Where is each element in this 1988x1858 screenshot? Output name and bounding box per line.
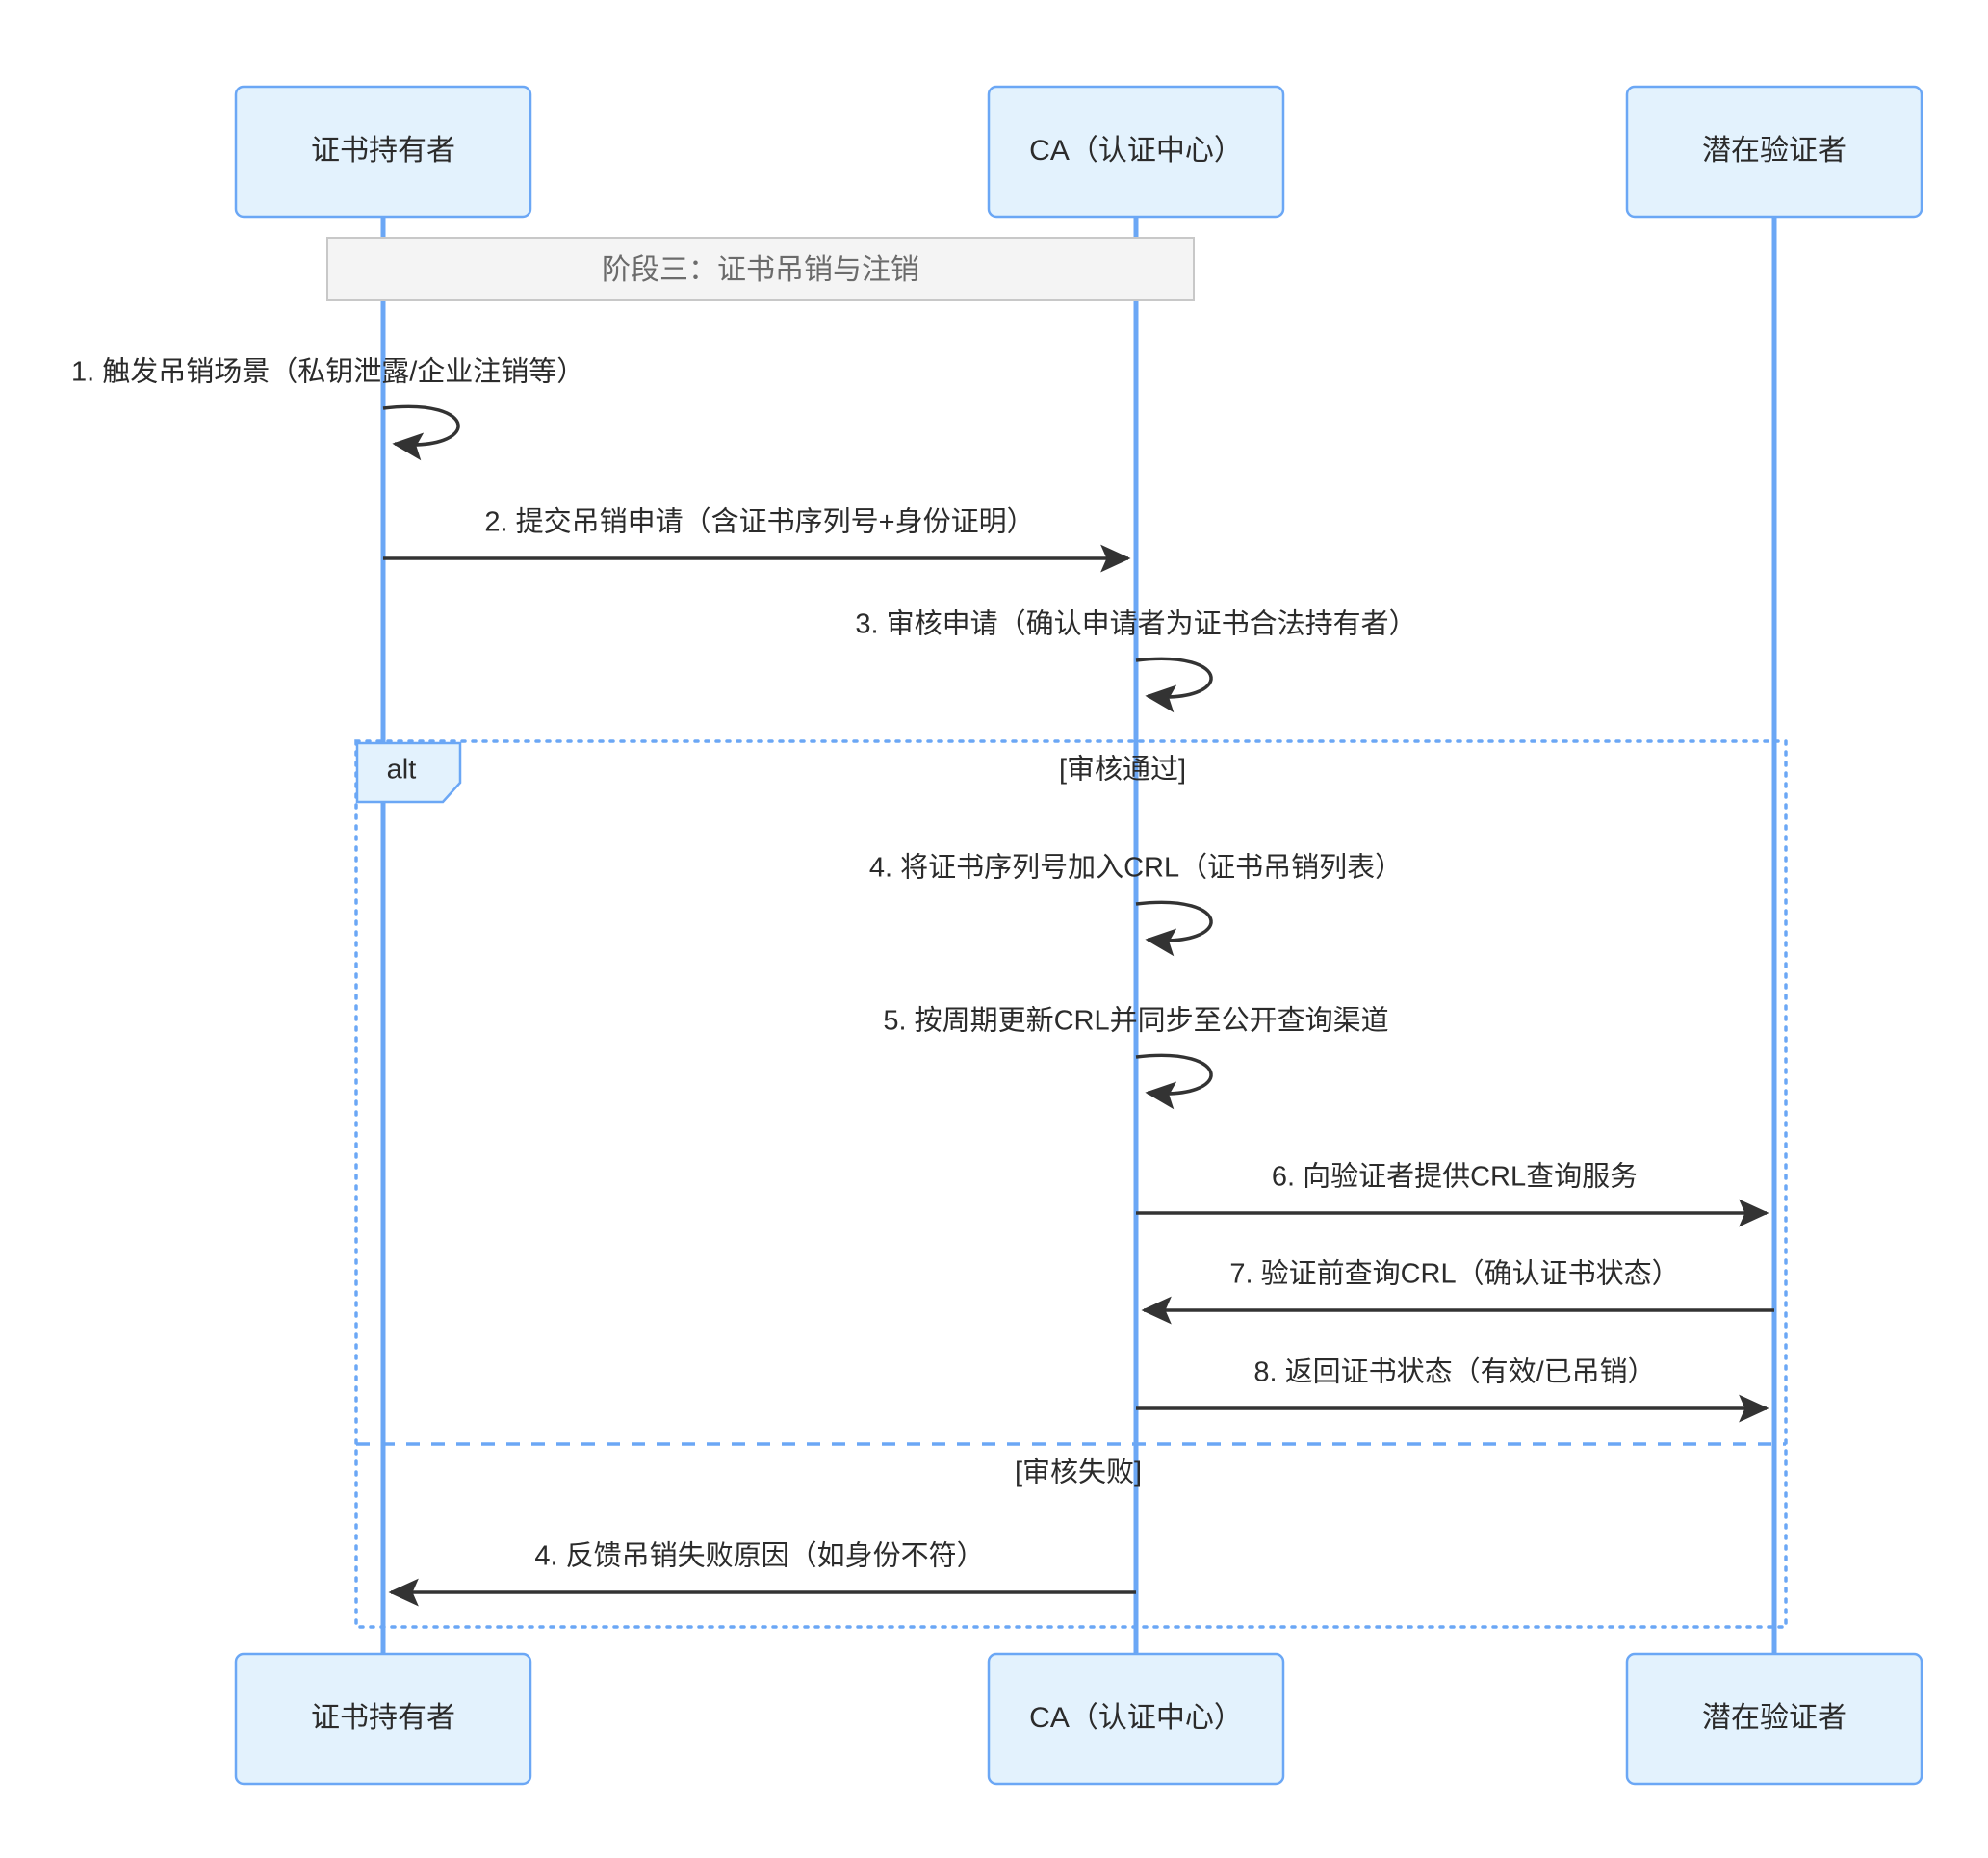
participant-box-verifier-footer[interactable] <box>1625 1652 1923 1786</box>
phase-banner-label: 阶段三：证书吊销与注销 <box>602 254 919 286</box>
message-5[interactable]: 5. 按周期更新CRL并同步至公开查询渠道 <box>883 1005 1389 1110</box>
message-3-label: 3. 审核申请（确认申请者为证书合法持有者） <box>855 608 1416 640</box>
participant-box-verifier[interactable] <box>1625 85 1923 219</box>
participant-label-ca: CA（认证中心） <box>1029 135 1243 167</box>
message-7-label: 7. 验证前查询CRL（确认证书状态） <box>1229 1258 1679 1290</box>
message-4b-label: 4. 反馈吊销失败原因（如身份不符） <box>534 1540 984 1572</box>
participant-box-ca[interactable] <box>987 85 1285 219</box>
message-6-label: 6. 向验证者提供CRL查询服务 <box>1272 1161 1638 1193</box>
message-8[interactable]: 8. 返回证书状态（有效/已吊销） <box>1136 1356 1769 1423</box>
participant-box-ca-footer[interactable] <box>987 1652 1285 1786</box>
message-8-label: 8. 返回证书状态（有效/已吊销） <box>1253 1356 1655 1388</box>
participant-footer-holder[interactable]: 证书持有者 <box>234 1652 532 1786</box>
message-3[interactable]: 3. 审核申请（确认申请者为证书合法持有者） <box>855 608 1417 713</box>
participant-box-holder-footer[interactable] <box>234 1652 532 1786</box>
message-4b[interactable]: 4. 反馈吊销失败原因（如身份不符） <box>388 1540 1136 1607</box>
participant-label-holder: 证书持有者 <box>311 135 455 167</box>
message-5-label: 5. 按周期更新CRL并同步至公开查询渠道 <box>883 1005 1388 1037</box>
message-4a[interactable]: 4. 将证书序列号加入CRL（证书吊销列表） <box>869 852 1403 957</box>
alt-tag-shape <box>355 741 462 804</box>
message-1-label: 1. 触发吊销场景（私钥泄露/企业注销等） <box>71 356 584 388</box>
participant-label-verifier-footer: 潜在验证者 <box>1702 1702 1846 1734</box>
alt-branch-condition-pass: [审核通过] <box>1059 754 1186 786</box>
message-4a-selfloop-arrow[interactable] <box>1135 900 1213 957</box>
participant-label-verifier: 潜在验证者 <box>1702 135 1846 167</box>
lifelines <box>380 217 1777 1654</box>
message-5-selfloop-arrow[interactable] <box>1135 1053 1213 1110</box>
message-1-selfloop-arrow[interactable] <box>382 404 460 461</box>
message-6[interactable]: 6. 向验证者提供CRL查询服务 <box>1136 1161 1769 1227</box>
phase-banner: 阶段三：证书吊销与注销 <box>326 237 1195 301</box>
message-2-label: 2. 提交吊销申请（含证书序列号+身份证明） <box>484 506 1034 538</box>
participant-footer-verifier[interactable]: 潜在验证者 <box>1625 1652 1923 1786</box>
participant-header-holder[interactable]: 证书持有者 <box>234 85 532 219</box>
participant-box-holder[interactable] <box>234 85 532 219</box>
message-2[interactable]: 2. 提交吊销申请（含证书序列号+身份证明） <box>383 506 1131 573</box>
participant-header-verifier[interactable]: 潜在验证者 <box>1625 85 1923 219</box>
participant-header-ca[interactable]: CA（认证中心） <box>987 85 1285 219</box>
alt-fragment: alt [审核通过] [审核失败] <box>354 739 1788 1629</box>
message-4a-label: 4. 将证书序列号加入CRL（证书吊销列表） <box>869 852 1403 884</box>
alt-fragment-border <box>354 739 1788 1629</box>
message-1[interactable]: 1. 触发吊销场景（私钥泄露/企业注销等） <box>71 356 584 461</box>
participant-label-holder-footer: 证书持有者 <box>311 1702 455 1734</box>
participant-footer-ca[interactable]: CA（认证中心） <box>987 1652 1285 1786</box>
phase-banner-box <box>326 237 1195 301</box>
participant-label-ca-footer: CA（认证中心） <box>1029 1702 1243 1734</box>
alt-tag-label: alt <box>387 755 417 786</box>
message-7[interactable]: 7. 验证前查询CRL（确认证书状态） <box>1141 1258 1774 1325</box>
message-3-selfloop-arrow[interactable] <box>1135 657 1213 713</box>
alt-branch-condition-fail: [审核失败] <box>1015 1457 1142 1488</box>
